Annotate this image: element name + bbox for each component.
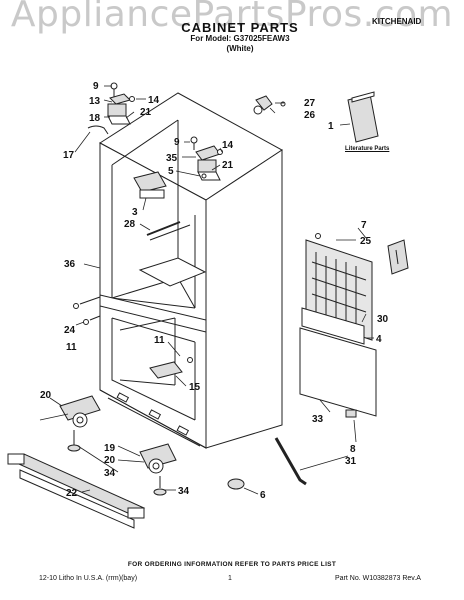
page-number: 1 (228, 575, 232, 582)
part-number: Part No. W10382873 Rev.A (335, 575, 421, 582)
control-housing (133, 171, 167, 199)
callout-13: 13 (89, 96, 101, 107)
callout-30: 30 (377, 314, 389, 325)
callout-8: 8 (350, 444, 356, 455)
callout-3: 3 (132, 207, 138, 218)
left-bracket (73, 296, 101, 325)
model-color: (White) (226, 44, 254, 53)
callout-21b: 21 (222, 160, 234, 171)
callout-36: 36 (64, 259, 76, 270)
leader-lines (39, 85, 374, 495)
callout-31: 31 (345, 456, 357, 467)
callout-17: 17 (63, 150, 75, 161)
callout-20b: 20 (104, 455, 116, 466)
brand-name: KITCHENAID (372, 17, 422, 26)
litho-info: 12-10 Litho In U.S.A. (rrm)(bay) (39, 575, 138, 582)
callout-15: 15 (189, 382, 201, 393)
callout-26: 26 (304, 110, 316, 121)
callout-35: 35 (166, 153, 178, 164)
tube-clip (345, 409, 357, 418)
page-title: CABINET PARTS (181, 20, 299, 35)
grille-bracket (387, 239, 409, 275)
callout-20: 20 (40, 390, 52, 401)
callout-11: 11 (66, 342, 77, 353)
cabinet-body (99, 92, 283, 449)
callout-21: 21 (140, 107, 152, 118)
upper-left-hinge (87, 82, 135, 135)
callout-27: 27 (304, 98, 316, 109)
left-roller-assembly (59, 395, 101, 452)
callout-4: 4 (376, 334, 382, 345)
callout-14: 14 (148, 95, 160, 106)
callout-28: 28 (124, 219, 136, 230)
callout-11b: 11 (154, 335, 165, 346)
plug (227, 478, 245, 490)
callout-numbers: 9 13 18 14 21 17 27 26 1 9 35 5 14 21 3 … (40, 81, 389, 501)
callout-33: 33 (312, 414, 324, 425)
cover-panel (301, 307, 365, 345)
toe-grille (7, 453, 146, 529)
back-panel (299, 327, 377, 417)
drain-tube (274, 437, 307, 486)
ordering-info: FOR ORDERING INFORMATION REFER TO PARTS … (127, 561, 337, 568)
callout-5: 5 (168, 166, 174, 177)
right-roller-assembly (139, 443, 177, 496)
callout-34b: 34 (178, 486, 190, 497)
callout-18: 18 (89, 113, 101, 124)
literature-parts-label: Literature Parts (345, 146, 390, 152)
latch-assembly (253, 95, 286, 115)
upper-center-hinge (190, 136, 223, 181)
callout-7: 7 (361, 220, 367, 231)
callout-24: 24 (64, 325, 76, 336)
watermark: AppliancePartsPros.com (10, 0, 454, 35)
literature-parts (347, 91, 379, 143)
callout-14b: 14 (222, 140, 234, 151)
callout-25: 25 (360, 236, 372, 247)
callout-1: 1 (328, 121, 334, 132)
callout-22: 22 (66, 488, 78, 499)
model-number: For Model: G37025FEAW3 (190, 34, 290, 43)
callout-9b: 9 (174, 137, 180, 148)
freezer-bracket (149, 361, 183, 379)
callout-9: 9 (93, 81, 99, 92)
callout-19: 19 (104, 443, 116, 454)
callout-6: 6 (260, 490, 266, 501)
trim-strip (146, 221, 181, 236)
callout-34: 34 (104, 468, 116, 479)
